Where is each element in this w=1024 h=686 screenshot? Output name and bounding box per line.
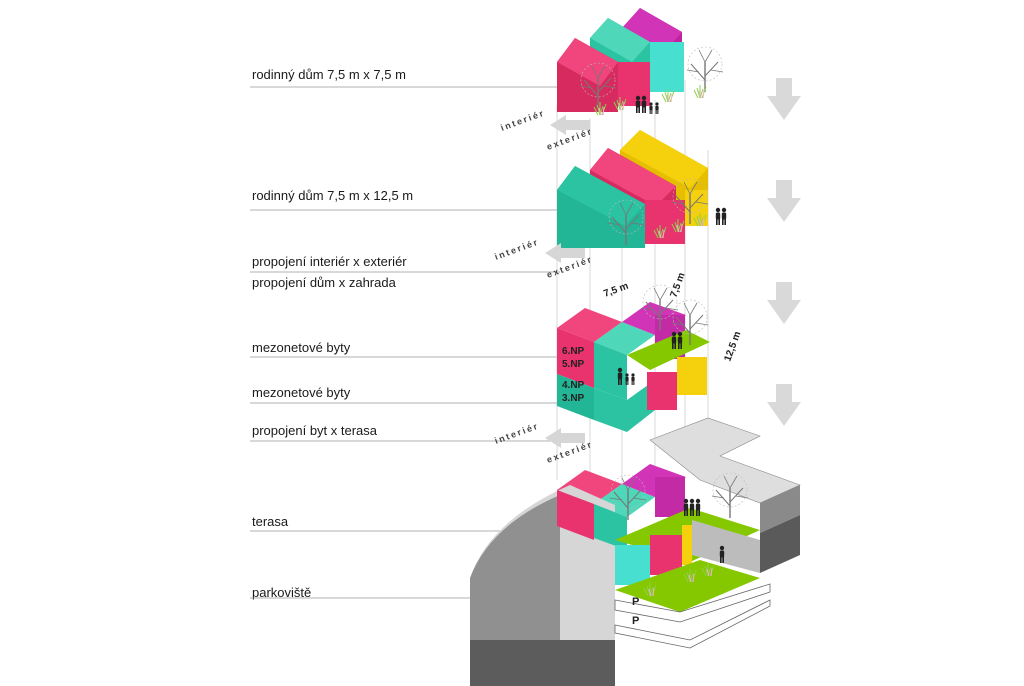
house-large-cluster [557, 130, 727, 248]
dimension-width: 7,5 m [602, 281, 630, 300]
label-house-large: rodinný dům 7,5 m x 12,5 m [252, 188, 414, 203]
floor-tag-6np: 6.NP [562, 346, 585, 357]
floor-tag-4np: 4.NP [562, 380, 585, 391]
label-parking: parkoviště [252, 585, 312, 600]
parking-tag-upper: P [632, 596, 639, 608]
apartment-building [470, 417, 801, 686]
svg-text:interiér: interiér [499, 108, 546, 133]
label-maisonette-upper: mezonetové byty [252, 340, 351, 355]
arrow-interior-exterior-1: interiér exteriér [499, 108, 594, 152]
left-arrow-icon [545, 243, 585, 263]
label-maisonette-lower: mezonetové byty [252, 385, 351, 400]
down-arrow-icon [767, 78, 801, 120]
down-arrow-icon [767, 180, 801, 222]
svg-text:interiér: interiér [493, 421, 540, 446]
maisonette-block [557, 284, 710, 432]
svg-text:interiér: interiér [493, 237, 540, 262]
label-connection-interior-exterior: propojení interiér x exteriér [252, 254, 407, 269]
floor-tag-5np: 5.NP [562, 359, 585, 370]
left-arrow-icon [545, 428, 585, 448]
down-arrow-icon [767, 384, 801, 426]
down-arrows [767, 78, 801, 426]
label-terrace: terasa [252, 514, 289, 529]
label-connection-flat-terrace: propojení byt x terasa [252, 423, 378, 438]
parking-tag-lower: P [632, 615, 639, 627]
dimension-depth-large: 12,5 m [722, 330, 743, 363]
floor-tag-3np: 3.NP [562, 393, 585, 404]
house-small-cluster [557, 8, 724, 116]
label-connection-house-garden: propojení dům x zahrada [252, 275, 396, 290]
label-house-small: rodinný dům 7,5 m x 7,5 m [252, 67, 406, 82]
floor-tags: 6.NP 5.NP 4.NP 3.NP [562, 346, 585, 404]
left-arrow-icon [550, 115, 590, 135]
down-arrow-icon [767, 282, 801, 324]
parking-icon: P P [632, 596, 639, 627]
arrow-interior-exterior-3: interiér exteriér [493, 421, 594, 465]
